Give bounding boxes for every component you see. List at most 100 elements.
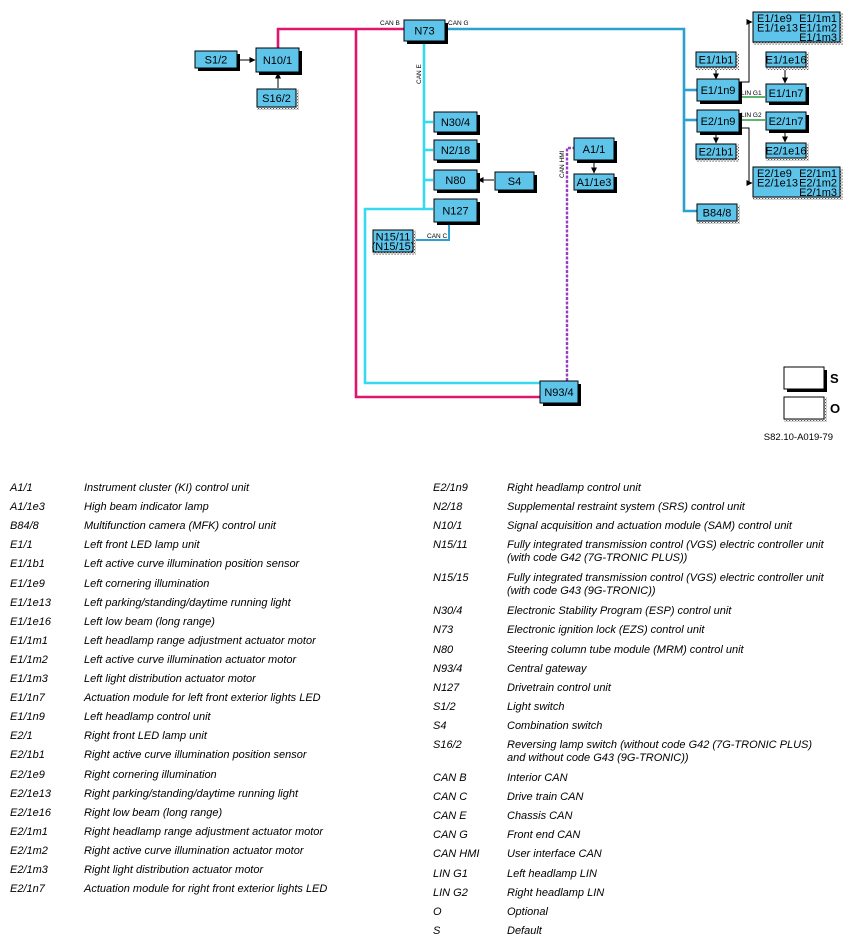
symbol-key: SO S82.10-A019-79 bbox=[764, 366, 840, 443]
legend-code: E2/1n9 bbox=[433, 482, 468, 494]
legend-code: B84/8 bbox=[10, 520, 39, 533]
legend-code: N80 bbox=[433, 643, 454, 656]
legend-code: E2/1 bbox=[10, 730, 33, 743]
legend-description: Interior CAN bbox=[507, 772, 568, 784]
legend-code: N30/4 bbox=[433, 605, 463, 618]
legend-code: E1/1e13 bbox=[10, 596, 51, 609]
component-label: E2/1e16 bbox=[766, 146, 807, 158]
legend-code: CAN B bbox=[433, 772, 467, 784]
legend-description: Left low beam (long range) bbox=[84, 615, 215, 628]
key-symbol: O bbox=[830, 401, 840, 416]
legend-description: Combination switch bbox=[507, 719, 603, 732]
bus-label-lin-g2: LIN G2 bbox=[741, 112, 762, 119]
component-n10-1: N10/1 bbox=[255, 47, 302, 75]
figure-code: S82.10-A019-79 bbox=[764, 432, 833, 443]
component-n73: N73 bbox=[403, 19, 448, 44]
component-label: E1/1n7 bbox=[769, 88, 804, 100]
component-n93-4: N93/4 bbox=[539, 380, 581, 406]
component-label: E2/1n7 bbox=[769, 116, 804, 128]
legend-code: A1/1e3 bbox=[10, 501, 45, 514]
component-n80: N80 bbox=[433, 169, 480, 193]
legend-code: CAN HMI bbox=[433, 848, 480, 861]
legend-description: Left headlamp control unit bbox=[84, 711, 211, 724]
component-s16-2: S16/2 bbox=[256, 88, 299, 110]
legend-description: Supplemental restraint system (SRS) cont… bbox=[507, 501, 745, 514]
component-label: A1/1e3 bbox=[577, 177, 612, 189]
legend-code: E1/1 bbox=[10, 539, 33, 552]
component-e1-1n9: E1/1n9 bbox=[696, 78, 742, 104]
component-e2-1n7: E2/1n7 bbox=[765, 111, 809, 133]
legend-description: Right light distribution actuator motor bbox=[84, 864, 264, 876]
bus-label-can-b: CAN B bbox=[380, 20, 400, 27]
component-e2-1e16: E2/1e16 bbox=[765, 142, 809, 161]
legend-description: Electronic ignition lock (EZS) control u… bbox=[507, 624, 705, 637]
legend-code: E1/1m1 bbox=[10, 634, 48, 647]
legend-code: E1/1b1 bbox=[10, 558, 45, 571]
legend-description: Front end CAN bbox=[507, 829, 581, 842]
legend-code: E1/1m3 bbox=[10, 673, 48, 685]
legend-code: S4 bbox=[433, 719, 447, 732]
legend-description: High beam indicator lamp bbox=[84, 501, 209, 514]
component-label: B84/8 bbox=[703, 208, 732, 220]
legend-code: E2/1m2 bbox=[10, 844, 48, 857]
legend-description: Left headlamp range adjustment actuator … bbox=[84, 634, 316, 647]
legend-description: Multifunction camera (MFK) control unit bbox=[84, 520, 276, 533]
key-symbol: S bbox=[830, 371, 839, 386]
legend-description: Drive train CAN bbox=[507, 791, 584, 804]
legend-description: Light switch bbox=[507, 700, 565, 713]
can-e-trunk bbox=[422, 40, 433, 211]
legend-description: Electronic Stability Program (ESP) contr… bbox=[507, 605, 732, 618]
bus-label-lin-g1: LIN G1 bbox=[741, 90, 762, 97]
component-label: E1/1n9 bbox=[701, 85, 736, 97]
connector-e2-1n9-to-lamps bbox=[739, 127, 753, 186]
legend-description: User interface CAN bbox=[507, 848, 602, 861]
can-c-wire bbox=[413, 221, 450, 241]
connector-e1-1n9-to-lamps bbox=[739, 19, 753, 83]
legend-code: CAN C bbox=[433, 791, 468, 804]
component-label: E1/1b1 bbox=[699, 55, 734, 67]
component-e1-1b1: E1/1b1 bbox=[695, 51, 739, 70]
component-label: N10/1 bbox=[263, 55, 292, 67]
legend-description: Right headlamp range adjustment actuator… bbox=[84, 825, 324, 838]
bus-wires bbox=[237, 19, 788, 399]
legend-description: Right low beam (long range) bbox=[84, 806, 223, 819]
legend-description: Default bbox=[507, 924, 542, 937]
legend-description: Left cornering illumination bbox=[84, 577, 210, 590]
component-s1-2: S1/2 bbox=[194, 50, 240, 71]
legend-description: Left active curve illumination actuator … bbox=[84, 653, 297, 666]
legend-code: CAN E bbox=[433, 810, 467, 823]
bus-label-can-e: CAN E bbox=[416, 63, 423, 84]
legend-code: N127 bbox=[433, 681, 460, 694]
legend-code: E2/1b1 bbox=[10, 749, 45, 762]
component-label: S1/2 bbox=[205, 55, 228, 67]
legend-description: Left front LED lamp unit bbox=[84, 539, 200, 552]
legend-description: Chassis CAN bbox=[507, 810, 573, 823]
component-n30-4: N30/4 bbox=[433, 111, 480, 135]
legend-description: Right active curve illumination actuator… bbox=[84, 844, 304, 857]
component-label: A1/1 bbox=[583, 144, 606, 156]
legend-code: O bbox=[433, 905, 442, 918]
legend-description: Right cornering illumination bbox=[84, 768, 217, 781]
component-e1-1e16: E1/1e16 bbox=[765, 51, 809, 70]
legend-description: Instrument cluster (KI) control unit bbox=[84, 482, 250, 494]
component-label: N127 bbox=[442, 206, 468, 218]
component-label: N80 bbox=[445, 175, 465, 187]
legend-description: Left parking/standing/daytime running li… bbox=[84, 596, 291, 609]
key-default: S bbox=[783, 366, 839, 392]
component-label: N30/4 bbox=[441, 117, 470, 129]
component-e2-1n9: E2/1n9 bbox=[696, 109, 742, 135]
component-label: S16/2 bbox=[262, 93, 291, 105]
legend-description: Steering column tube module (MRM) contro… bbox=[507, 643, 744, 656]
legend-description: Drivetrain control unit bbox=[507, 681, 611, 694]
legend-code: E2/1m1 bbox=[10, 825, 48, 838]
component-label: N15/11(N15/15) bbox=[372, 231, 415, 253]
bus-label-can-g: CAN G bbox=[448, 20, 469, 27]
legend-code: S bbox=[433, 924, 441, 937]
component-e1-1n7: E1/1n7 bbox=[765, 83, 809, 105]
legend-code: E1/1n7 bbox=[10, 692, 45, 705]
